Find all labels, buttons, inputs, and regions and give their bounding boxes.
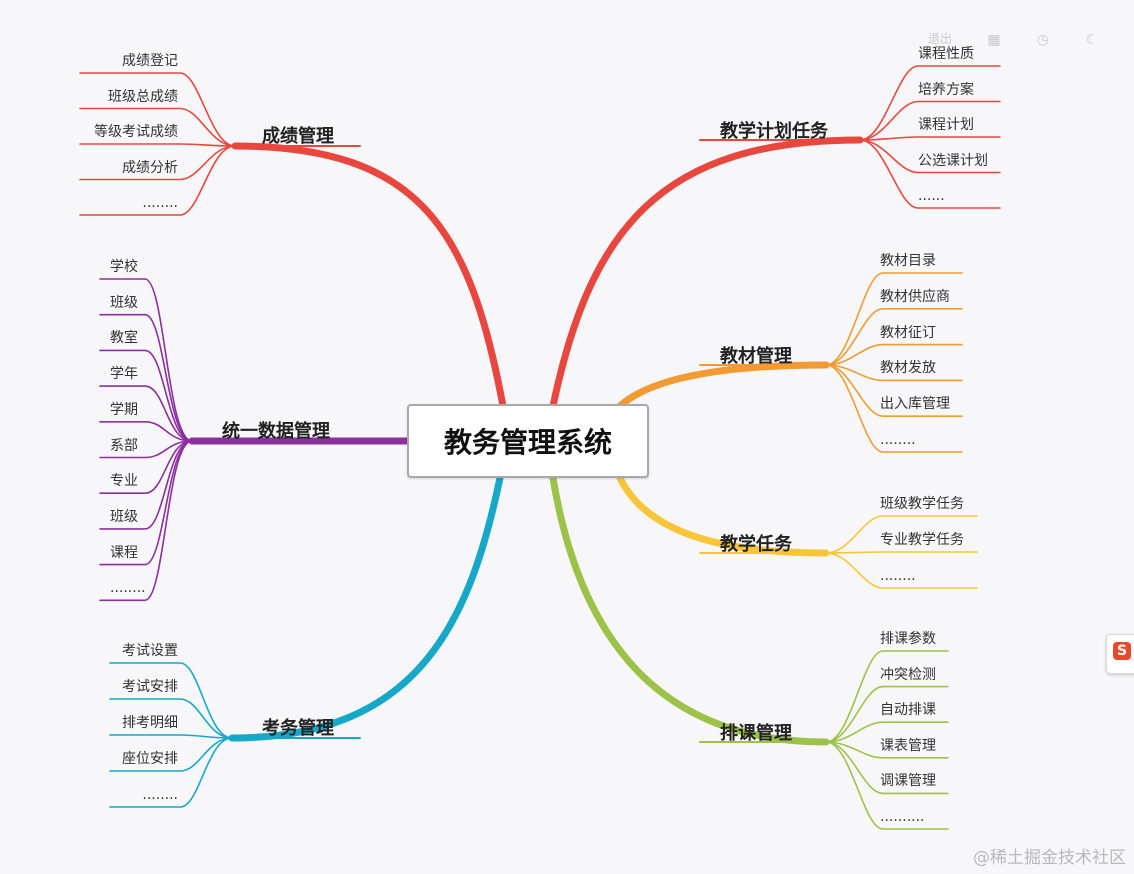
leaf-connector-exams-0 [109, 662, 233, 739]
leaf-connector-exams-2 [109, 734, 233, 739]
leaf-connector-scheduling-1 [825, 685, 949, 743]
leaf-connector-grades-2 [79, 143, 236, 147]
sogou-icon: S [1113, 642, 1131, 660]
leaf-connector-scheduling-2 [825, 721, 949, 743]
clock-icon[interactable]: ◷ [1036, 32, 1050, 48]
leaf-unified-data-1[interactable]: 班级 [110, 294, 138, 311]
leaf-textbooks-2[interactable]: 教材征订 [880, 324, 936, 341]
leaf-textbooks-4[interactable]: 出入库管理 [880, 396, 950, 413]
leaf-connector-exams-3 [109, 737, 233, 772]
leaf-teaching-plan-3[interactable]: 公选课计划 [918, 152, 988, 169]
leaf-connector-unified-data-2 [99, 349, 193, 442]
branch-label-scheduling[interactable]: 排课管理 [720, 723, 792, 744]
branch-trunk-textbooks [616, 361, 830, 410]
leaf-scheduling-5[interactable]: .......... [880, 809, 925, 825]
leaf-teaching-plan-4[interactable]: ...... [918, 188, 945, 204]
watermark: @稀土掘金技术社区 [973, 848, 1126, 868]
branch-label-grades[interactable]: 成绩管理 [262, 126, 334, 147]
leaf-grades-0[interactable]: 成绩登记 [122, 53, 178, 69]
leaf-unified-data-5[interactable]: 系部 [110, 437, 138, 454]
leaf-connector-teaching-plan-2 [859, 136, 1001, 141]
leaf-exams-3[interactable]: 座位安排 [122, 751, 178, 767]
leaf-unified-data-3[interactable]: 学年 [110, 366, 138, 383]
leaf-exams-2[interactable]: 排考明细 [122, 715, 178, 731]
leaf-connector-teaching-tasks-0 [825, 515, 978, 554]
leaf-exams-0[interactable]: 考试设置 [122, 643, 178, 659]
leaf-connector-unified-data-9 [99, 440, 193, 602]
branch-trunk-scheduling [549, 474, 830, 746]
leaf-unified-data-9[interactable]: ........ [110, 580, 146, 597]
keyboard-icon[interactable]: ▦ [987, 32, 1001, 48]
leaf-grades-4[interactable]: ........ [142, 195, 178, 211]
sogou-ime-tab[interactable]: S [1106, 634, 1134, 674]
leaf-exams-1[interactable]: 考试安排 [122, 679, 178, 695]
leaf-connector-unified-data-1 [99, 313, 193, 442]
leaf-grades-2[interactable]: 等级考试成绩 [94, 124, 178, 140]
leaf-grades-3[interactable]: 成绩分析 [122, 159, 178, 176]
leaf-textbooks-1[interactable]: 教材供应商 [880, 288, 950, 305]
exit-button[interactable]: 退出 [928, 32, 953, 46]
leaf-connector-teaching-tasks-1 [825, 551, 978, 554]
leaf-connector-grades-4 [79, 145, 236, 216]
leaf-connector-grades-1 [79, 107, 236, 147]
leaf-connector-scheduling-5 [825, 741, 949, 830]
leaf-connector-textbooks-4 [825, 364, 963, 417]
leaf-teaching-plan-2[interactable]: 课程计划 [918, 117, 974, 133]
leaf-teaching-tasks-2[interactable]: ........ [880, 568, 916, 584]
leaf-connector-scheduling-0 [825, 650, 949, 743]
leaf-connector-teaching-plan-1 [859, 100, 1001, 141]
leaf-scheduling-0[interactable]: 排课参数 [880, 631, 936, 647]
leaf-connector-unified-data-6 [99, 440, 193, 494]
branch-label-teaching-plan[interactable]: 教学计划任务 [720, 121, 828, 142]
leaf-teaching-plan-1[interactable]: 培养方案 [918, 81, 974, 98]
leaf-connector-scheduling-4 [825, 741, 949, 795]
leaf-textbooks-3[interactable]: 教材发放 [880, 360, 936, 377]
branch-label-exams[interactable]: 考务管理 [262, 718, 334, 739]
leaf-scheduling-1[interactable]: 冲突检测 [880, 666, 936, 683]
leaf-unified-data-7[interactable]: 班级 [110, 508, 138, 525]
leaf-connector-textbooks-0 [825, 272, 963, 366]
leaf-connector-textbooks-2 [825, 343, 963, 366]
branch-label-unified-data[interactable]: 统一数据管理 [222, 421, 330, 442]
branch-trunk-teaching-plan [549, 136, 864, 410]
leaf-scheduling-3[interactable]: 课表管理 [880, 737, 936, 754]
leaf-scheduling-4[interactable]: 调课管理 [880, 773, 936, 790]
leaf-teaching-tasks-1[interactable]: 专业教学任务 [880, 532, 964, 548]
branch-trunk-grades [231, 142, 507, 410]
leaf-connector-exams-1 [109, 698, 233, 739]
leaf-textbooks-5[interactable]: ........ [880, 432, 916, 448]
leaf-connector-teaching-plan-3 [859, 139, 1001, 174]
moon-icon[interactable]: ☾ [1085, 32, 1099, 48]
branch-trunk-exams [228, 474, 504, 742]
leaf-connector-unified-data-4 [99, 421, 193, 442]
leaf-textbooks-0[interactable]: 教材目录 [880, 253, 936, 269]
leaf-unified-data-2[interactable]: 教室 [110, 330, 138, 347]
leaf-teaching-tasks-0[interactable]: 班级教学任务 [880, 496, 964, 512]
branch-label-textbooks[interactable]: 教材管理 [720, 346, 792, 367]
leaf-connector-grades-3 [79, 145, 236, 181]
branch-label-teaching-tasks[interactable]: 教学任务 [720, 534, 792, 555]
leaf-connector-teaching-plan-0 [859, 65, 1001, 141]
leaf-unified-data-6[interactable]: 专业 [110, 473, 138, 490]
leaf-grades-1[interactable]: 班级总成绩 [108, 88, 178, 105]
leaf-connector-scheduling-3 [825, 741, 949, 759]
leaf-unified-data-0[interactable]: 学校 [110, 259, 138, 275]
leaf-connector-teaching-tasks-2 [825, 552, 978, 589]
leaf-connector-grades-0 [79, 72, 236, 147]
leaf-connector-unified-data-0 [99, 278, 193, 442]
leaf-connector-unified-data-5 [99, 440, 193, 459]
leaf-connector-teaching-plan-4 [859, 139, 1001, 209]
leaf-connector-exams-4 [109, 737, 233, 808]
leaf-unified-data-8[interactable]: 课程 [110, 544, 138, 561]
leaf-connector-unified-data-3 [99, 385, 193, 442]
leaf-unified-data-4[interactable]: 学期 [110, 401, 138, 418]
leaf-exams-4[interactable]: ........ [142, 787, 178, 803]
leaf-scheduling-2[interactable]: 自动排课 [880, 702, 936, 719]
leaf-connector-textbooks-1 [825, 308, 963, 366]
leaf-connector-textbooks-5 [825, 364, 963, 453]
leaf-connector-textbooks-3 [825, 364, 963, 382]
center-node[interactable]: 教务管理系统 [407, 404, 649, 478]
leaf-teaching-plan-0[interactable]: 课程性质 [918, 46, 974, 62]
